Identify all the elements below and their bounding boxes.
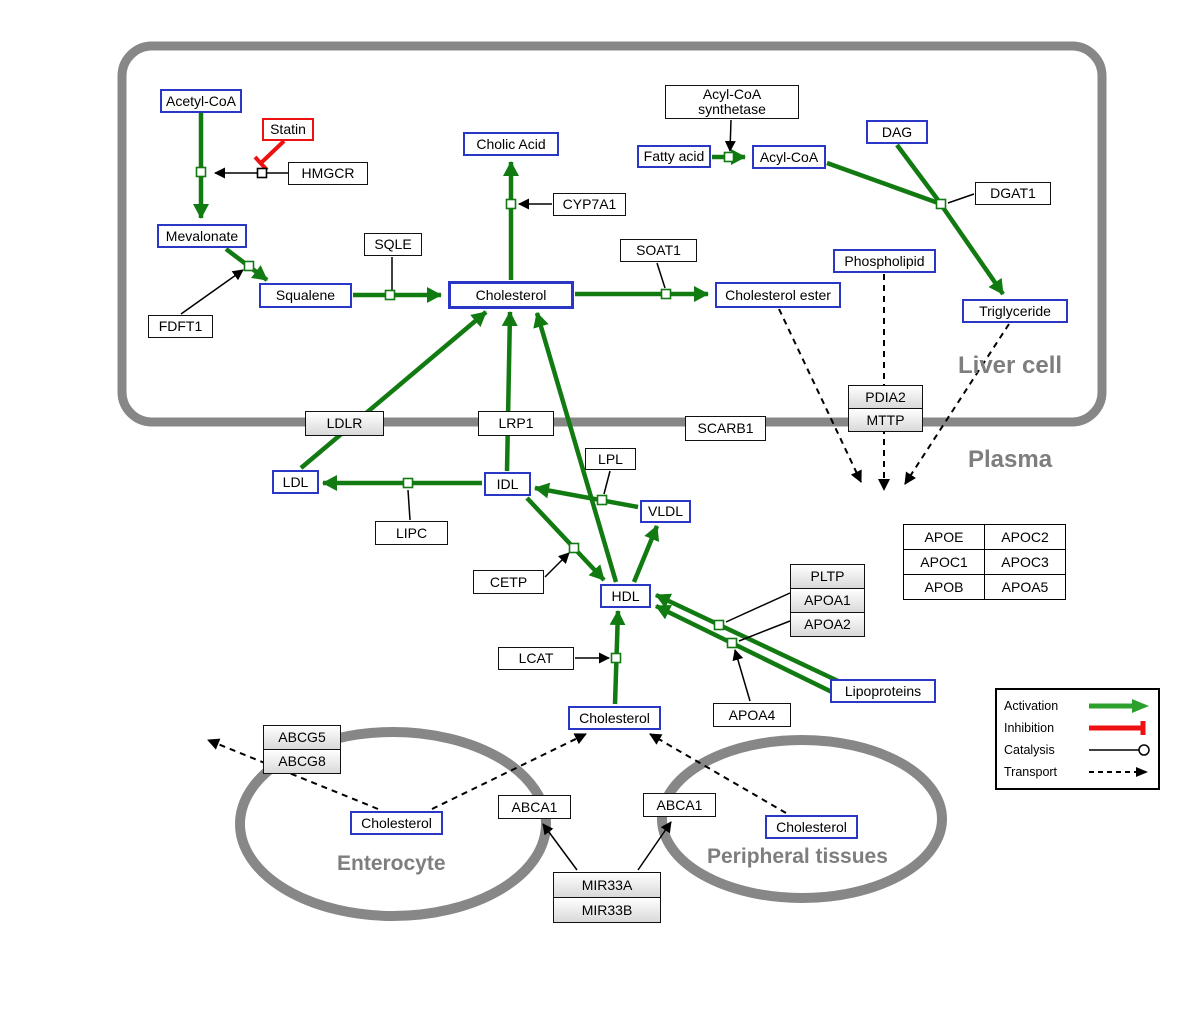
node-acetyl-coa[interactable]: Acetyl-CoA bbox=[160, 89, 242, 113]
node-abcg5[interactable]: ABCG5 bbox=[263, 725, 341, 750]
node-hdl[interactable]: HDL bbox=[600, 584, 651, 608]
node-cholesterol-liver[interactable]: Cholesterol bbox=[448, 281, 574, 309]
node-sqle[interactable]: SQLE bbox=[364, 233, 422, 256]
legend-inhibition-label: Inhibition bbox=[1004, 720, 1055, 735]
compartments bbox=[117, 41, 1107, 921]
transport-edges bbox=[207, 274, 1010, 814]
apo-table-cell[interactable]: APOC1 bbox=[904, 550, 984, 574]
node-lipoproteins[interactable]: Lipoproteins bbox=[830, 679, 936, 703]
catalysis-anchors bbox=[195, 151, 947, 664]
node-mevalonate[interactable]: Mevalonate bbox=[157, 224, 247, 248]
legend-activation-label: Activation bbox=[1004, 698, 1059, 713]
node-cyp7a1[interactable]: CYP7A1 bbox=[553, 193, 626, 216]
node-cholesterol-plasma[interactable]: Cholesterol bbox=[568, 706, 661, 730]
acyl-coa-synthetase-line2: synthetase bbox=[698, 101, 766, 117]
apolipoprotein-table: APOE APOC2 APOC1 APOC3 APOB APOA5 bbox=[903, 524, 1066, 600]
acyl-coa-synthetase-line1: Acyl-CoA bbox=[702, 86, 762, 103]
node-statin[interactable]: Statin bbox=[262, 118, 314, 141]
plasma-label: Plasma bbox=[968, 446, 1053, 473]
node-lrp1[interactable]: LRP1 bbox=[478, 411, 554, 436]
apo-table-cell[interactable]: APOA5 bbox=[985, 575, 1065, 599]
legend-transport-label: Transport bbox=[1004, 765, 1058, 780]
inhibition-edge-statin bbox=[253, 139, 286, 172]
node-dag[interactable]: DAG bbox=[866, 120, 928, 144]
legend-catalysis-label: Catalysis bbox=[1004, 743, 1055, 758]
node-ldl[interactable]: LDL bbox=[272, 470, 319, 494]
node-mttp[interactable]: MTTP bbox=[848, 408, 923, 432]
inhibition-tee-icon bbox=[1089, 720, 1146, 735]
node-abca1-enterocyte[interactable]: ABCA1 bbox=[498, 795, 571, 819]
node-acyl-coa-synthetase[interactable]: Acyl-CoA synthetase bbox=[665, 85, 799, 119]
legend-row-activation: Activation bbox=[1004, 695, 1151, 716]
node-scarb1[interactable]: SCARB1 bbox=[685, 416, 766, 441]
node-vldl[interactable]: VLDL bbox=[640, 500, 691, 523]
legend-row-inhibition: Inhibition bbox=[1004, 717, 1151, 738]
apo-table-cell[interactable]: APOE bbox=[904, 525, 984, 549]
node-idl[interactable]: IDL bbox=[484, 472, 531, 496]
peripheral-tissues-label: Peripheral tissues bbox=[707, 845, 888, 868]
activation-edges bbox=[193, 113, 1005, 705]
liver-cell-membrane bbox=[117, 41, 1107, 427]
inhibition-anchor bbox=[256, 167, 268, 179]
legend-row-catalysis: Catalysis bbox=[1004, 740, 1151, 761]
apo-table-cell[interactable]: APOC3 bbox=[985, 550, 1065, 574]
node-fatty-acid[interactable]: Fatty acid bbox=[637, 145, 711, 168]
apo-table-cell[interactable]: APOC2 bbox=[985, 525, 1065, 549]
node-apoa2[interactable]: APOA2 bbox=[790, 612, 865, 637]
catalysis-connectors bbox=[180, 119, 975, 871]
node-abcg8[interactable]: ABCG8 bbox=[263, 749, 341, 774]
activation-arrow-icon bbox=[1089, 698, 1149, 713]
node-acyl-coa-metabolite[interactable]: Acyl-CoA bbox=[752, 145, 826, 169]
node-phospholipid[interactable]: Phospholipid bbox=[833, 249, 936, 273]
node-mir33a[interactable]: MIR33A bbox=[553, 872, 661, 898]
node-soat1[interactable]: SOAT1 bbox=[620, 239, 697, 262]
catalysis-circle-icon bbox=[1089, 744, 1150, 756]
node-apoa4[interactable]: APOA4 bbox=[713, 703, 791, 727]
node-ldlr[interactable]: LDLR bbox=[305, 411, 384, 436]
legend: Activation Inhibition Catalysis Transpor… bbox=[995, 688, 1160, 790]
node-lipc[interactable]: LIPC bbox=[375, 521, 448, 545]
node-apoa1[interactable]: APOA1 bbox=[790, 588, 865, 613]
node-lcat[interactable]: LCAT bbox=[498, 647, 574, 670]
node-cholesterol-enterocyte[interactable]: Cholesterol bbox=[350, 811, 443, 835]
legend-row-transport: Transport bbox=[1004, 762, 1151, 783]
node-cholic-acid[interactable]: Cholic Acid bbox=[463, 132, 559, 156]
enterocyte-label: Enterocyte bbox=[337, 852, 446, 875]
node-abca1-peripheral[interactable]: ABCA1 bbox=[643, 793, 716, 817]
node-pltp[interactable]: PLTP bbox=[790, 564, 865, 589]
node-cholesterol-peripheral[interactable]: Cholesterol bbox=[765, 815, 858, 839]
node-fdft1[interactable]: FDFT1 bbox=[148, 315, 213, 338]
node-dgat1[interactable]: DGAT1 bbox=[975, 182, 1051, 205]
node-cholesterol-ester[interactable]: Cholesterol ester bbox=[715, 282, 841, 308]
transport-dashed-arrow-icon bbox=[1089, 767, 1148, 778]
node-pdia2[interactable]: PDIA2 bbox=[848, 385, 923, 409]
node-squalene[interactable]: Squalene bbox=[259, 283, 352, 308]
apo-table-cell[interactable]: APOB bbox=[904, 575, 984, 599]
node-triglyceride[interactable]: Triglyceride bbox=[962, 299, 1068, 323]
node-mir33b[interactable]: MIR33B bbox=[553, 897, 661, 923]
node-cetp[interactable]: CETP bbox=[473, 570, 544, 594]
peripheral-tissues-membrane bbox=[657, 735, 947, 903]
node-hmgcr[interactable]: HMGCR bbox=[288, 162, 368, 185]
liver-cell-label: Liver cell bbox=[958, 352, 1063, 379]
node-lpl[interactable]: LPL bbox=[585, 448, 636, 470]
